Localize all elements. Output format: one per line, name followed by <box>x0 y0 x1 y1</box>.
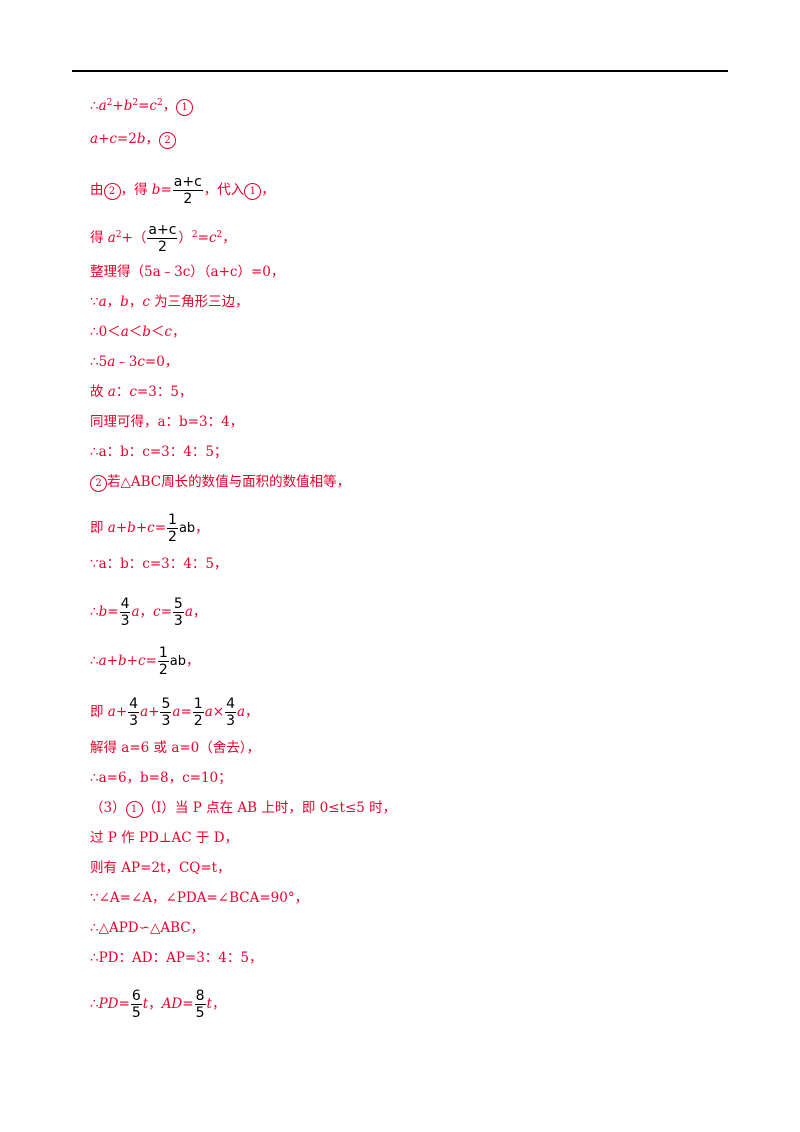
line-ratio-abc: ∴a：b：c=3：4：5； <box>90 444 228 460</box>
circled-number: 2 <box>159 132 176 149</box>
line-ap-cq: 则有 AP=2t，CQ=t， <box>90 860 231 876</box>
circled-number: 2 <box>90 475 107 492</box>
line-similar: ∴△APD∽△ABC， <box>90 920 205 936</box>
line-equation: ∴5a﹣3c=0， <box>90 354 179 370</box>
line-ratio-restate: ∵a：b：c=3：4：5， <box>90 556 228 572</box>
line-ratio-pd: ∴PD：AD：AP=3：4：5， <box>90 950 263 966</box>
circled-number: 1 <box>125 801 143 818</box>
line-ratio-ab: 同理可得，a：b=3：4， <box>90 414 244 430</box>
line-pythagoras: ∴a2+b2=c2，1 <box>90 98 194 116</box>
line-part-three: （3）1（Ⅰ）当 P 点在 AB 上时，即 0≤t≤5 时， <box>90 800 397 818</box>
line-simplify: 整理得（5a﹣3c）（a+c）=0， <box>90 264 285 280</box>
line-solve: 解得 a=6 或 a=0（舍去）， <box>90 740 261 756</box>
line-triangle-sides: ∵a，b，c 为三角形三边， <box>90 294 249 310</box>
line-ratio-ac: 故 a：c=3：5， <box>90 384 193 400</box>
header-rule <box>72 70 728 72</box>
circled-number: 1 <box>176 99 194 116</box>
line-perpendicular: 过 P 作 PD⊥AC 于 D， <box>90 830 239 846</box>
circled-number: 2 <box>103 183 121 200</box>
line-angles: ∵∠A=∠A，∠PDA=∠BCA=90°， <box>90 890 309 906</box>
circled-number: 1 <box>244 183 262 200</box>
line-order: ∴0＜a＜b＜c， <box>90 324 186 340</box>
line-values: ∴a=6，b=8，c=10； <box>90 770 232 786</box>
line-sum-condition: a+c=2b，2 <box>90 131 176 149</box>
